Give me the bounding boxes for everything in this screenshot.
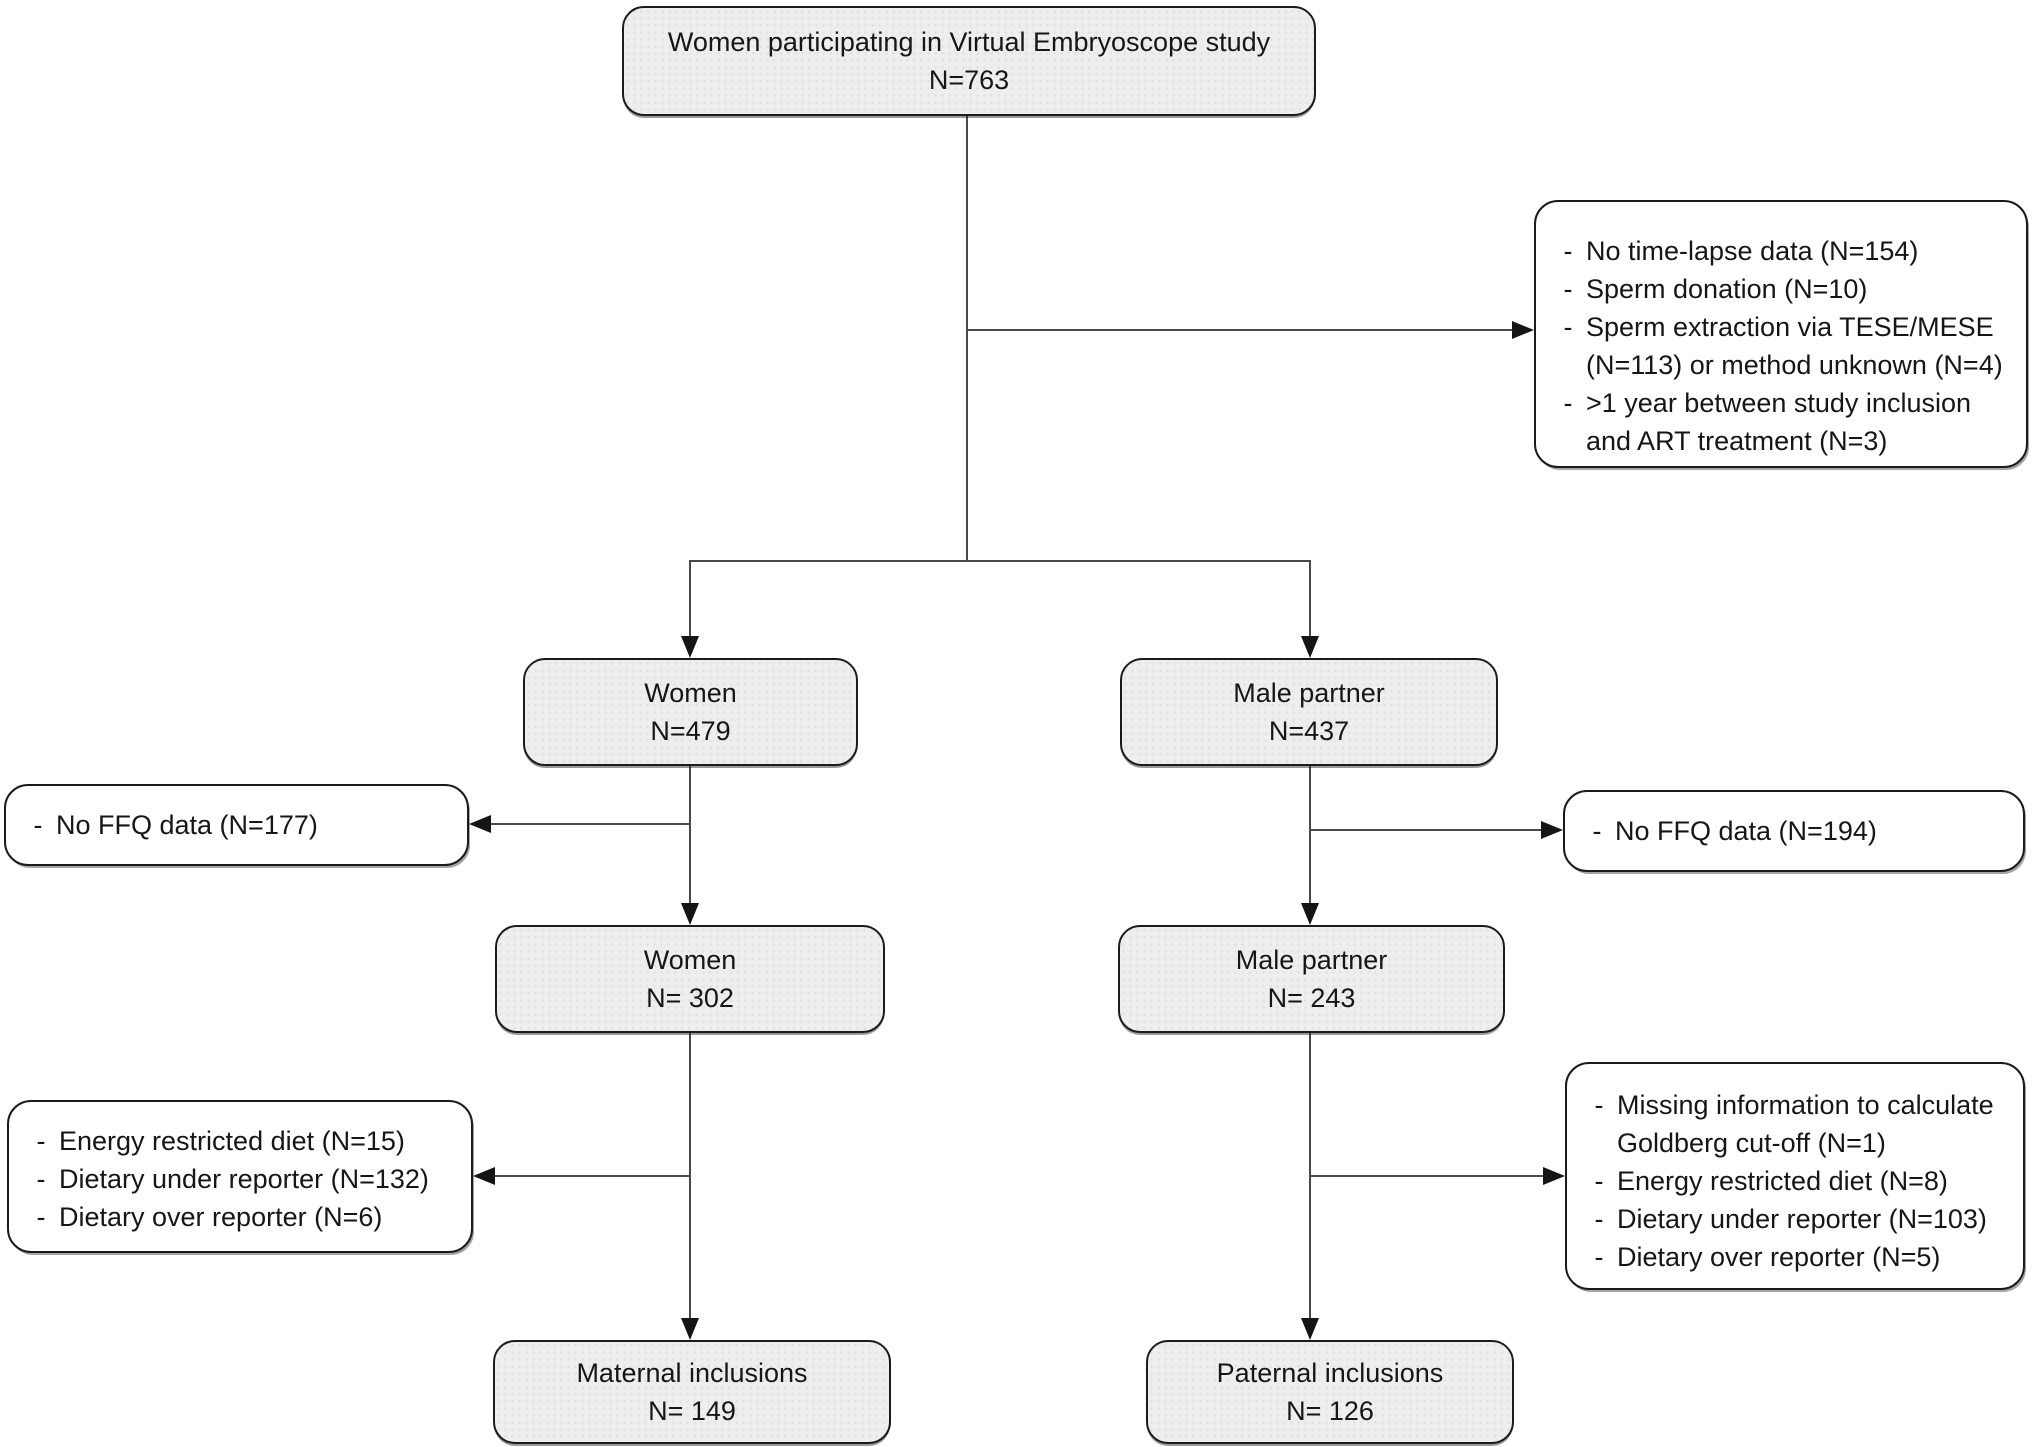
connector-ffq-left-horizontal [489, 823, 690, 825]
dash-bullet: - [1594, 1166, 1604, 1196]
connector-women1-women2 [689, 766, 691, 905]
node-male-partner-2-count: N= 243 [1267, 983, 1356, 1013]
dash-bullet: - [33, 810, 43, 840]
exclusion-text: Energy restricted diet (N=15) [59, 1126, 405, 1156]
node-women-1-count: N=479 [650, 716, 731, 746]
list-item: - Energy restricted diet (N=15) [23, 1122, 471, 1160]
arrowhead-women1 [681, 636, 699, 658]
node-maternal-inclusions-label: Maternal inclusions [576, 1358, 808, 1388]
arrowhead-male1 [1301, 636, 1319, 658]
list-item: - Energy restricted diet (N=8) [1581, 1162, 2023, 1200]
list-item: - Missing information to calculate Goldb… [1581, 1086, 2023, 1162]
connector-women2-maternal [689, 1033, 691, 1320]
dash-bullet: - [1592, 816, 1602, 846]
list-item: - Dietary under reporter (N=103) [1581, 1200, 2023, 1238]
node-enrollment-count: N=763 [928, 65, 1010, 95]
connector-exclusion-top-horizontal [967, 329, 1513, 331]
arrowhead-women2 [681, 903, 699, 925]
dash-bullet: - [1563, 274, 1573, 304]
node-male-partner-1: Male partner N=437 [1120, 658, 1498, 766]
node-maternal-inclusions-count: N= 149 [648, 1396, 736, 1426]
list-item: - >1 year between study inclusion and AR… [1550, 384, 2026, 460]
exclusion-text: No FFQ data (N=194) [1615, 816, 1877, 846]
exclusion-text: Dietary under reporter (N=132) [59, 1164, 429, 1194]
arrowhead-male2 [1301, 903, 1319, 925]
connector-split-right-vertical [1309, 560, 1311, 638]
exclusion-text: Dietary over reporter (N=5) [1617, 1242, 1941, 1272]
dash-bullet: - [36, 1126, 46, 1156]
arrowhead-maternal [681, 1318, 699, 1340]
note-exclusions-right-2: - Missing information to calculate Goldb… [1565, 1062, 2025, 1290]
dash-bullet: - [36, 1202, 46, 1232]
exclusion-text: Dietary over reporter (N=6) [59, 1202, 383, 1232]
node-women-2-count: N= 302 [646, 983, 734, 1013]
connector-split-horizontal [689, 560, 1311, 562]
list-item: - No FFQ data (N=194) [1579, 812, 2023, 850]
exclusion-text: Missing information to calculate Goldber… [1617, 1090, 1994, 1158]
node-women-2-label: Women [643, 945, 737, 975]
arrowhead-paternal [1301, 1318, 1319, 1340]
arrowhead-exclusion-left2 [473, 1167, 495, 1185]
exclusion-text: Sperm donation (N=10) [1586, 274, 1868, 304]
note-exclusions-left-2: - Energy restricted diet (N=15) - Dietar… [7, 1100, 473, 1253]
node-male-partner-1-count: N=437 [1268, 716, 1350, 746]
dash-bullet: - [1563, 388, 1573, 418]
connector-male1-male2 [1309, 766, 1311, 905]
node-male-partner-2-label: Male partner [1235, 945, 1388, 975]
dash-bullet: - [1594, 1242, 1604, 1272]
node-women-1-label: Women [644, 678, 737, 708]
dash-bullet: - [1594, 1204, 1604, 1234]
connector-exclusion-left2-horizontal [493, 1175, 690, 1177]
node-enrollment-label: Women participating in Virtual Embryosco… [667, 27, 1271, 57]
node-enrollment: Women participating in Virtual Embryosco… [622, 6, 1316, 116]
dash-bullet: - [1594, 1090, 1604, 1120]
list-item: - Dietary under reporter (N=132) [23, 1160, 471, 1198]
arrowhead-exclusion-right2 [1543, 1167, 1565, 1185]
list-item: - Sperm donation (N=10) [1550, 270, 2026, 308]
list-item: - Sperm extraction via TESE/MESE (N=113)… [1550, 308, 2026, 384]
node-paternal-inclusions-label: Paternal inclusions [1216, 1358, 1444, 1388]
list-item: - No FFQ data (N=177) [20, 806, 467, 844]
connector-split-left-vertical [689, 560, 691, 638]
list-item: - No time-lapse data (N=154) [1550, 232, 2026, 270]
node-maternal-inclusions: Maternal inclusions N= 149 [493, 1340, 891, 1444]
arrowhead-ffq-left [469, 815, 491, 833]
node-paternal-inclusions: Paternal inclusions N= 126 [1146, 1340, 1514, 1444]
arrowhead-ffq-right [1541, 821, 1563, 839]
exclusion-text: No time-lapse data (N=154) [1586, 236, 1919, 266]
connector-exclusion-right2-horizontal [1310, 1175, 1545, 1177]
exclusion-text: Energy restricted diet (N=8) [1617, 1166, 1948, 1196]
dash-bullet: - [1563, 236, 1573, 266]
note-no-ffq-left: - No FFQ data (N=177) [4, 784, 469, 866]
connector-top-vertical [966, 116, 968, 562]
exclusion-text: Dietary under reporter (N=103) [1617, 1204, 1987, 1234]
exclusion-text: Sperm extraction via TESE/MESE (N=113) o… [1586, 312, 2003, 380]
connector-ffq-right-horizontal [1310, 829, 1543, 831]
exclusion-text: >1 year between study inclusion and ART … [1586, 388, 1971, 456]
exclusion-text: No FFQ data (N=177) [56, 810, 318, 840]
node-women-2: Women N= 302 [495, 925, 885, 1033]
node-paternal-inclusions-count: N= 126 [1286, 1396, 1374, 1426]
node-male-partner-2: Male partner N= 243 [1118, 925, 1505, 1033]
node-male-partner-1-label: Male partner [1233, 678, 1385, 708]
list-item: - Dietary over reporter (N=6) [23, 1198, 471, 1236]
note-no-ffq-right: - No FFQ data (N=194) [1563, 790, 2025, 872]
dash-bullet: - [1563, 312, 1573, 342]
dash-bullet: - [36, 1164, 46, 1194]
note-exclusions-top: - No time-lapse data (N=154) - Sperm don… [1534, 200, 2028, 468]
list-item: - Dietary over reporter (N=5) [1581, 1238, 2023, 1276]
node-women-1: Women N=479 [523, 658, 858, 766]
arrowhead-exclusion-top [1512, 321, 1534, 339]
